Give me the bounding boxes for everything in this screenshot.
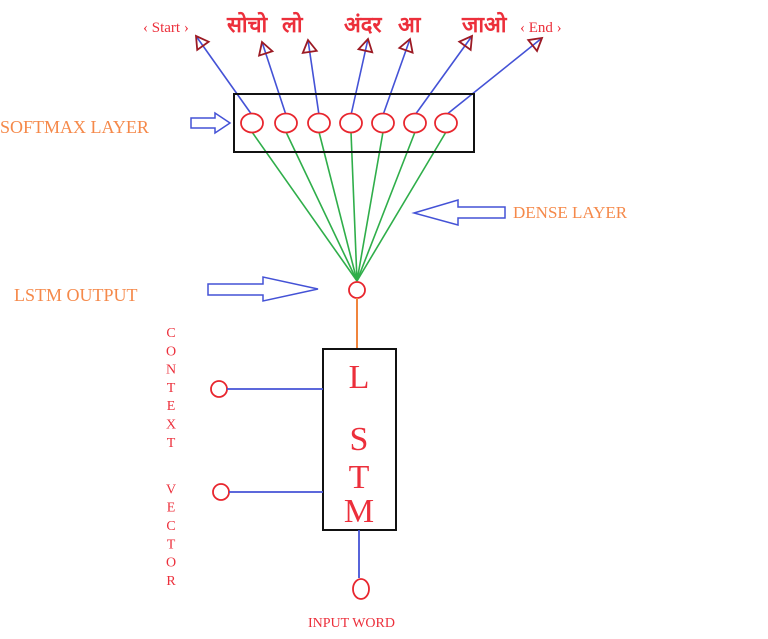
context-vector-letter: C xyxy=(166,326,175,341)
lstm-cell-label: LSTM xyxy=(344,359,374,530)
output-token: अंदर xyxy=(344,13,382,38)
context-vector-letter: T xyxy=(167,381,176,396)
softmax-node xyxy=(403,112,427,134)
context-vector-letter: E xyxy=(167,399,176,414)
dense-pointer-arrow-icon xyxy=(411,198,506,226)
softmax-node xyxy=(434,112,458,134)
dense-connection xyxy=(251,131,358,282)
context-vector-letter: T xyxy=(167,436,176,451)
context-vector-letter: N xyxy=(166,363,176,378)
dense-connection xyxy=(356,131,416,282)
softmax-pointer-arrow-icon xyxy=(190,111,232,135)
softmax-layer-box xyxy=(233,93,475,153)
token-connection xyxy=(445,37,543,116)
arrowhead-icon xyxy=(194,34,211,52)
softmax-node xyxy=(371,112,395,134)
token-arrowheads xyxy=(194,34,544,57)
softmax-node xyxy=(339,112,363,134)
lstm-letter: S xyxy=(350,421,369,458)
token-connection xyxy=(350,38,369,116)
context-input-node-1 xyxy=(210,380,228,398)
dense-connection xyxy=(356,131,447,282)
context-vector-letter: O xyxy=(166,344,176,359)
lstm-output-node xyxy=(348,281,366,299)
lstm-letter: T xyxy=(349,459,370,496)
context-vector-letter: T xyxy=(167,537,176,552)
lstm-output-label: LSTM OUTPUT xyxy=(14,285,138,305)
softmax-node xyxy=(307,112,331,134)
softmax-nodes xyxy=(240,112,458,134)
context-vector-letter: O xyxy=(166,556,176,571)
softmax-node xyxy=(274,112,298,134)
arrowhead-icon xyxy=(257,40,275,57)
context-vector-letter: C xyxy=(166,519,175,534)
arrowhead-icon xyxy=(526,36,544,53)
lstm-output-pointer-arrow-icon xyxy=(207,276,319,302)
output-token: सोचो xyxy=(226,11,269,38)
arrowhead-icon xyxy=(356,37,374,54)
dense-connection xyxy=(318,131,358,282)
output-token: ‹ Start › xyxy=(143,20,189,36)
softmax-layer-label: SOFTMAX LAYER xyxy=(0,117,149,137)
arrowhead-icon xyxy=(397,37,414,55)
token-connection xyxy=(195,35,253,116)
input-word-label: INPUT WORD xyxy=(308,616,395,631)
dense-connection xyxy=(356,131,384,282)
lstm-letter: L xyxy=(349,359,370,396)
dense-layer-label: DENSE LAYER xyxy=(513,203,628,222)
softmax-to-token-connections xyxy=(195,35,543,116)
output-tokens: ‹ Start › सोचो लो अंदर आ जाओ ‹ End › xyxy=(143,11,562,38)
softmax-node xyxy=(240,112,264,134)
output-token: जाओ xyxy=(461,11,508,38)
context-vector-letter: E xyxy=(167,501,176,516)
output-token: आ xyxy=(398,13,422,38)
input-word-node xyxy=(352,578,370,600)
arrowhead-icon xyxy=(301,38,319,55)
token-connection xyxy=(382,38,411,116)
arrowhead-icon xyxy=(457,34,474,52)
context-vector-letter: X xyxy=(166,418,176,433)
context-vector-letter: R xyxy=(166,574,176,589)
output-token: लो xyxy=(281,11,304,38)
dense-connection xyxy=(285,131,358,282)
context-vector-letter: V xyxy=(166,482,176,497)
context-input-node-2 xyxy=(212,483,230,501)
token-connection xyxy=(414,35,473,116)
dense-connections xyxy=(251,131,447,282)
lstm-letter: M xyxy=(344,493,374,530)
output-token: ‹ End › xyxy=(520,20,562,36)
dense-connection xyxy=(350,131,358,282)
